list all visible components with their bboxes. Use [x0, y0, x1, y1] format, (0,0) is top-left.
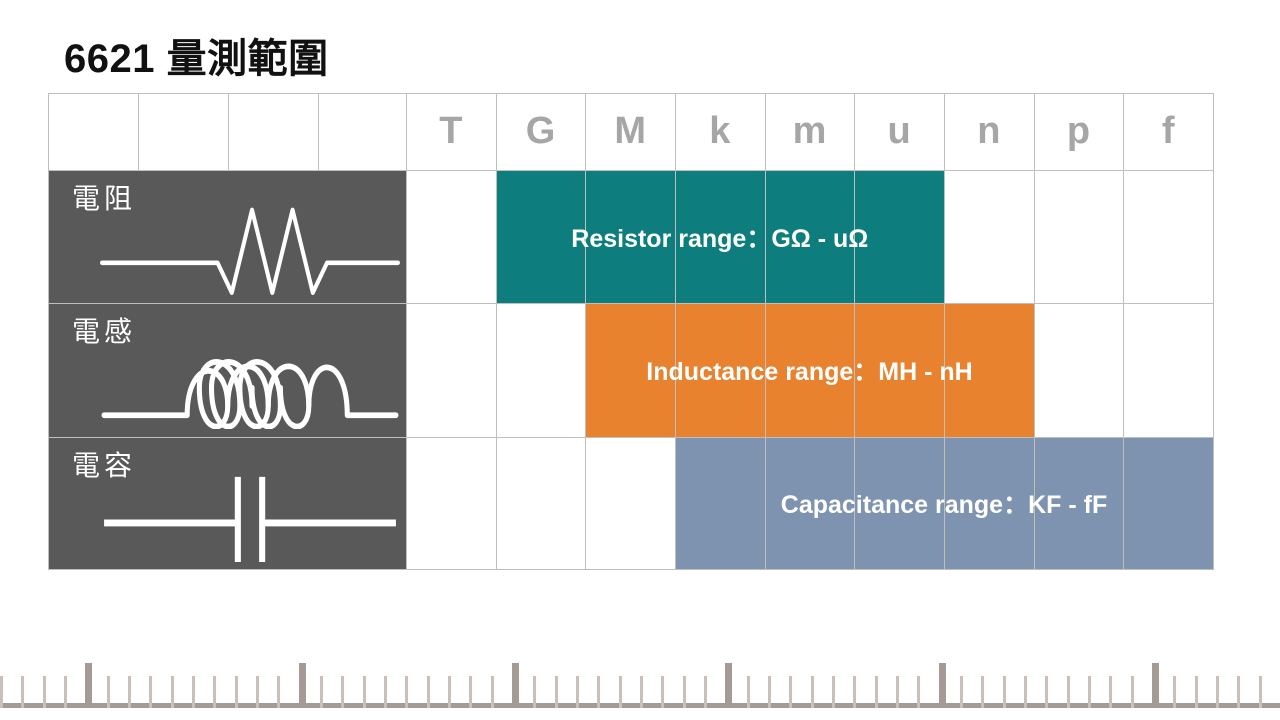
ruler-tick-minor [1216, 676, 1219, 708]
ruler-tick-minor [0, 676, 3, 708]
ruler-tick-minor [426, 676, 430, 708]
row-label-text: 電容 [72, 449, 137, 481]
ruler-tick-minor [1066, 676, 1070, 708]
ruler-tick-minor [170, 676, 174, 708]
row-label-text: 電阻 [72, 183, 137, 214]
resistor-symbol [98, 203, 402, 295]
ruler-tick-minor [597, 676, 601, 708]
capacitor-symbol [98, 470, 402, 562]
ruler-tick-minor [853, 676, 857, 708]
ruler-tick-minor [490, 676, 494, 708]
ruler-tick-minor [1024, 676, 1027, 708]
ruler-tick-minor [256, 676, 259, 708]
ruler-tick-minor [960, 676, 963, 708]
ruler-tick-major [938, 663, 946, 708]
ruler-tick-minor [341, 676, 345, 708]
ruler-tick-minor [554, 676, 558, 708]
ruler-tick-minor [896, 676, 899, 708]
ruler-tick-minor [789, 676, 793, 708]
ruler-tick-minor [405, 676, 409, 708]
decorative-ruler [0, 644, 1280, 720]
ruler-tick-minor [533, 676, 537, 708]
ruler-tick-major [725, 663, 733, 708]
ruler-tick-major [298, 663, 306, 708]
bar-column-separator [764, 436, 766, 570]
ruler-tick-minor [21, 676, 25, 708]
ruler-tick-minor [234, 676, 238, 708]
ruler-tick-minor [832, 676, 835, 708]
ruler-tick-minor [1045, 676, 1049, 708]
ruler-tick-minor [1258, 676, 1262, 708]
ruler-tick-minor [810, 676, 814, 708]
ruler-tick-minor [149, 676, 153, 708]
gridline-vertical [318, 93, 319, 170]
range-bar-label: Resistor range：GΩ - uΩ [571, 224, 869, 253]
ruler-tick-minor [448, 676, 451, 708]
row-label-text: 電感 [72, 316, 137, 348]
measurement-range-table: Resistor range：GΩ - uΩ Inductance range：M… [48, 93, 1214, 570]
ruler-tick-minor [682, 676, 686, 708]
unit-header-u: u [887, 110, 911, 152]
ruler-tick-minor [981, 676, 985, 708]
inductor-symbol [98, 337, 402, 429]
ruler-tick-minor [42, 676, 46, 708]
ruler-tick-minor [64, 676, 67, 708]
ruler-tick-minor [1088, 676, 1091, 708]
ruler-tick-minor [661, 676, 665, 708]
gridline-vertical [48, 93, 49, 170]
ruler-tick-minor [213, 676, 217, 708]
ruler-tick-minor [874, 676, 878, 708]
ruler-tick-minor [1194, 676, 1198, 708]
ruler-tick-minor [106, 676, 110, 708]
ruler-tick-minor [192, 676, 195, 708]
unit-header-p: p [1066, 110, 1091, 152]
gridline-vertical [228, 93, 229, 170]
range-bar-capacitance: Capacitance range：KF - fF [675, 436, 1213, 570]
ruler-tick-minor [1002, 676, 1006, 708]
range-bar-label: Capacitance range：KF - fF [780, 491, 1108, 520]
unit-header-G: G [525, 110, 556, 152]
row-label-cell-capacitance: 電容 [48, 436, 406, 570]
ruler-tick-minor [1109, 676, 1113, 708]
unit-header-k: k [709, 110, 731, 152]
ruler-tick-major [1152, 663, 1159, 708]
unit-header-M: M [614, 110, 646, 152]
ruler-tick-major [85, 663, 93, 708]
row-label-cell-resistor: 電阻 [48, 170, 406, 304]
ruler-tick-minor [917, 676, 921, 708]
ruler-tick-minor [384, 676, 387, 708]
ruler-tick-minor [469, 676, 473, 708]
unit-header-T: T [439, 110, 463, 152]
unit-header-m: m [792, 110, 827, 152]
ruler-tick-minor [1173, 676, 1177, 708]
ruler-tick-minor [576, 676, 579, 708]
ruler-tick-minor [704, 676, 707, 708]
gridline-vertical [138, 93, 139, 170]
ruler-tick-minor [768, 676, 771, 708]
row-label-cell-inductance: 電感 [48, 303, 406, 437]
ruler-tick-minor [362, 676, 366, 708]
ruler-tick-minor [320, 676, 323, 708]
range-bar-label: Inductance range：MH - nH [646, 357, 973, 386]
ruler-tick-minor [1130, 676, 1134, 708]
gridline-vertical [1213, 93, 1214, 570]
ruler-tick-minor [618, 676, 622, 708]
range-bar-resistor: Resistor range：GΩ - uΩ [495, 170, 944, 304]
ruler-tick-minor [128, 676, 131, 708]
unit-header-f: f [1161, 110, 1175, 152]
bar-column-separator [1123, 436, 1125, 570]
ruler-tick-major [512, 663, 519, 708]
range-bar-inductance: Inductance range：MH - nH [585, 303, 1034, 437]
ruler-tick-minor [1237, 676, 1241, 708]
ruler-tick-minor [277, 676, 281, 708]
ruler-tick-minor [640, 676, 643, 708]
ruler-tick-minor [746, 676, 750, 708]
page-title: 6621 量測範圍 [64, 37, 329, 81]
unit-header-n: n [977, 110, 1001, 152]
